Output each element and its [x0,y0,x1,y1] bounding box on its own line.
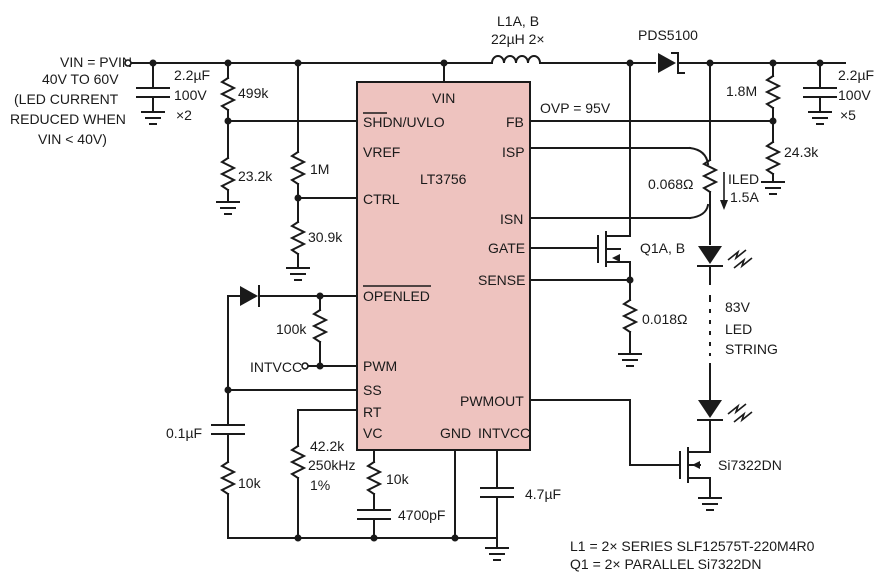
resistor-0068-sense: 0.068Ω [648,158,719,245]
resistor-10k-ss: 10k [219,460,262,539]
pin-shdn-uvlo: SHDN/UVLO [363,114,445,130]
r-1m-label: 1M [310,161,329,177]
resistor-rt-42k2: 42.2k 250kHz 1% [289,409,358,539]
cin-value: 2.2µF [174,67,210,83]
capacitor-intvcc-4u7: 4.7µF [480,449,561,539]
openled-diode [227,285,358,307]
c-ss-label: 0.1µF [166,425,202,441]
resistor-24k3: 24.3k [761,135,819,195]
pin-intvcc: INTVCC [478,425,530,441]
intvcc-external-label: INTVCC [250,359,302,375]
rt-line-2: 250kHz [308,457,355,473]
pin-ss: SS [363,382,382,398]
r-10k-vc-label: 10k [386,471,410,487]
ic-part-name: LT3756 [420,171,467,187]
pin-pwmout: PWMOUT [460,393,524,409]
resistor-1m8: 1.8M [726,62,782,137]
inductor-value: 22µH 2× [491,31,545,47]
pin-vref: VREF [363,144,400,160]
rt-line-3: 1% [310,477,330,493]
r-499k-label: 499k [238,85,269,101]
pin-fb: FB [506,114,524,130]
resistor-23k2: 23.2k [216,149,273,215]
mosfet-pwm-si7322dn: Si7322DN [529,399,782,511]
pin-ctrl: CTRL [363,191,400,207]
input-line-2: 40V TO 60V [42,71,119,87]
resistor-499k: 499k [219,62,269,151]
input-line-3: (LED CURRENT [14,91,119,107]
resistor-100k: 100k [276,295,329,367]
pin-vc: VC [363,425,382,441]
led-string-line-2: LED [725,321,752,337]
c-intvcc-label: 4.7µF [525,486,561,502]
input-capacitor: 2.2µF 100V ×2 [136,62,210,125]
r-sense-label: 0.018Ω [642,311,688,327]
iled-label: ILED [728,171,759,187]
cin-count: ×2 [176,107,192,123]
r-10k-ss-label: 10k [238,475,262,491]
rt-line-1: 42.2k [310,438,345,454]
pin-isp: ISP [502,144,525,160]
pin-rt: RT [363,404,382,420]
resistor-1m: 1M [289,62,329,216]
iled-value: 1.5A [730,189,759,205]
schottky-diode-pds5100: PDS5100 [638,27,846,74]
cout-voltage: 100V [838,87,871,103]
resistor-0018-sense: 0.018Ω [618,298,688,367]
input-line-5: VIN < 40V) [38,131,107,147]
input-line-1: VIN = PVIN [60,54,132,70]
resistor-10k-vc: 10k [365,449,410,511]
r-23k2-label: 23.2k [238,168,273,184]
led-bottom [697,400,753,423]
resistor-30k9: 30.9k [286,214,343,281]
inductor-ref: L1A, B [497,13,539,29]
lt3756-ic-body [356,81,531,451]
pin-openled: OPENLED [363,288,430,304]
cout-count: ×5 [840,107,856,123]
output-capacitor: 2.2µF 100V ×5 [803,62,874,125]
pin-pwm: PWM [363,358,397,374]
led-string-line-1: 83V [725,299,751,315]
r-24k3-label: 24.3k [784,144,819,160]
capacitor-ss: 0.1µF [166,424,245,463]
led-string-label: 83V LED STRING [725,299,778,357]
input-label: VIN = PVIN 40V TO 60V (LED CURRENT REDUC… [10,54,132,147]
pin-sense: SENSE [478,272,525,288]
note-line-2: Q1 = 2× PARALLEL Si7322DN [570,556,761,572]
ovp-label: OVP = 95V [540,100,611,116]
pin-gnd: GND [440,425,471,441]
input-line-4: REDUCED WHEN [10,111,126,127]
pin-vin: VIN [432,90,455,106]
diode-label: PDS5100 [638,27,698,43]
r-30k9-label: 30.9k [308,229,343,245]
c-vc-label: 4700pF [398,507,445,523]
note-line-1: L1 = 2× SERIES SLF12575T-220M4R0 [570,538,815,554]
q-pwm-label: Si7322DN [718,457,782,473]
r-sense-led-label: 0.068Ω [648,176,694,192]
led-top [697,246,753,269]
pin-isn: ISN [500,211,523,227]
q1-label: Q1A, B [640,240,685,256]
capacitor-vc-4700pf: 4700pF [357,507,445,539]
cout-value: 2.2µF [838,67,874,83]
r-100k-label: 100k [276,321,307,337]
iled-arrow: ILED 1.5A [720,171,759,210]
inductor-l1: L1A, B 22µH 2× [490,13,656,65]
r-1m8-label: 1.8M [726,83,757,99]
led-string-line-3: STRING [725,341,778,357]
cin-voltage: 100V [174,87,207,103]
pin-gate: GATE [488,240,525,256]
